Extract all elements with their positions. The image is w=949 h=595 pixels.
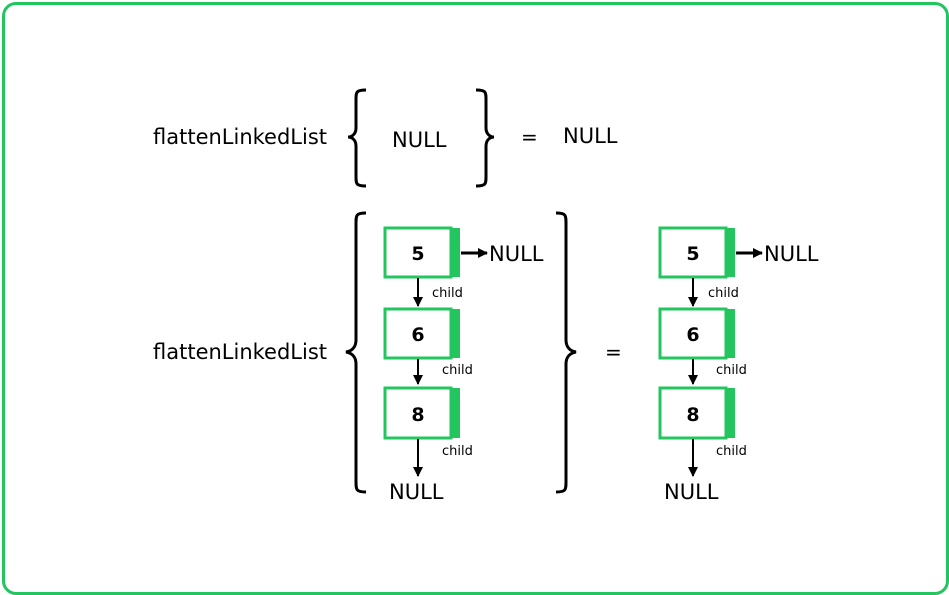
function-name-1: flattenLinkedList — [153, 125, 327, 149]
child-label: child — [716, 444, 747, 459]
child-label: child — [442, 444, 473, 459]
node-value: 8 — [686, 404, 699, 426]
next-pointer-cell — [725, 309, 735, 358]
left-brace-2 — [345, 211, 367, 494]
equals-sign-1: = — [521, 125, 538, 149]
next-pointer-cell — [450, 388, 460, 438]
next-pointer-cell — [725, 228, 735, 277]
input-node-8: 8 — [383, 386, 460, 440]
child-label: child — [716, 363, 747, 378]
next-null-label: NULL — [764, 242, 819, 266]
node-value: 8 — [411, 404, 424, 426]
output-node-5: 5 — [658, 226, 735, 279]
child-label: child — [442, 363, 473, 378]
left-brace-1 — [347, 88, 367, 188]
example1-output: NULL — [563, 124, 618, 148]
child-null-label: NULL — [389, 480, 444, 504]
input-node-5: 5 — [383, 226, 460, 279]
child-label: child — [432, 286, 463, 301]
next-pointer-cell — [450, 309, 460, 358]
output-node-6: 6 — [658, 307, 735, 360]
example1-input: NULL — [392, 128, 447, 152]
child-null-label: NULL — [664, 480, 719, 504]
next-pointer-cell — [450, 228, 460, 277]
node-value: 5 — [686, 243, 699, 265]
right-brace-1 — [475, 88, 495, 188]
child-label: child — [708, 286, 739, 301]
input-list: 5 NULL child 6 child 8 child NULL — [383, 226, 544, 504]
node-value: 6 — [686, 324, 699, 346]
node-value: 5 — [411, 243, 424, 265]
node-value: 6 — [411, 324, 424, 346]
next-pointer-cell — [725, 388, 735, 438]
right-brace-2 — [555, 211, 577, 494]
function-name-2: flattenLinkedList — [153, 340, 327, 364]
next-null-label: NULL — [489, 242, 544, 266]
input-node-6: 6 — [383, 307, 460, 360]
output-node-8: 8 — [658, 386, 735, 440]
output-list: 5 NULL child 6 child 8 child NULL — [658, 226, 819, 504]
equals-sign-2: = — [605, 340, 622, 364]
